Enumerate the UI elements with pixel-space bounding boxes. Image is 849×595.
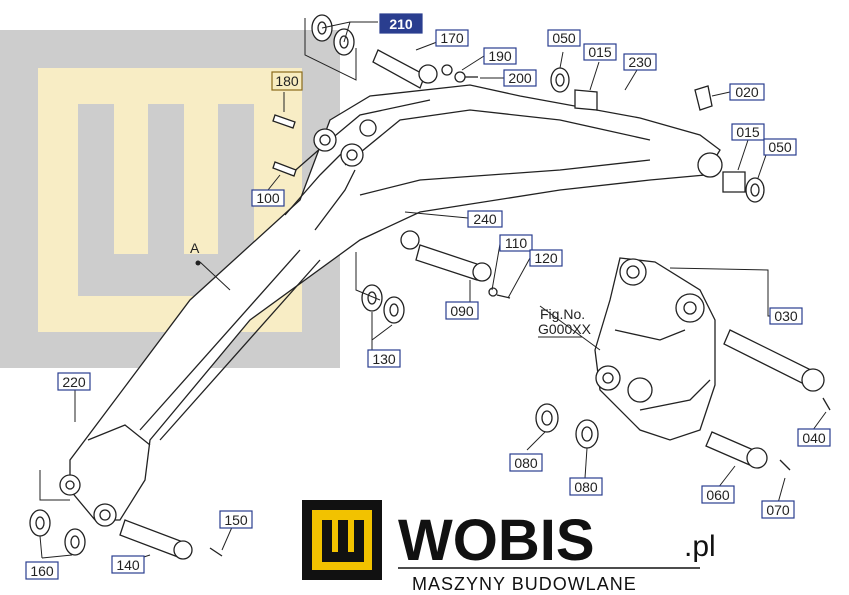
washers-130 (361, 284, 405, 324)
svg-text:A: A (190, 240, 200, 256)
hydraulic-lines (284, 99, 431, 231)
svg-text:150: 150 (224, 512, 248, 528)
svg-text:020: 020 (735, 84, 759, 100)
svg-text:030: 030 (774, 308, 798, 324)
pin-060 (705, 431, 791, 471)
brand-suffix: .pl (684, 530, 716, 563)
label-160[interactable]: 160 (25, 561, 59, 580)
svg-text:040: 040 (802, 430, 826, 446)
label-110[interactable]: 110 (499, 234, 533, 252)
label-190[interactable]: 190 (483, 47, 517, 65)
label-015-top[interactable]: 015 (583, 43, 617, 61)
swing-bracket (594, 257, 716, 441)
svg-text:240: 240 (473, 211, 497, 227)
label-100[interactable]: 100 (251, 189, 285, 207)
bushing-015-top (550, 67, 598, 111)
svg-text:050: 050 (768, 139, 792, 155)
leader-lines (39, 18, 827, 563)
marker-a: A (190, 240, 201, 266)
label-020[interactable]: 020 (729, 83, 765, 101)
pin-030 (723, 329, 831, 411)
svg-text:230: 230 (628, 54, 652, 70)
svg-text:080: 080 (514, 455, 538, 471)
svg-text:100: 100 (256, 190, 280, 206)
label-150[interactable]: 150 (219, 510, 253, 529)
svg-text:220: 220 (62, 374, 86, 390)
svg-text:160: 160 (30, 563, 54, 579)
washer-190-bolt-200 (441, 64, 478, 83)
figure-reference: Fig.No. G000XX (538, 306, 592, 338)
bushing-015-right (722, 171, 765, 203)
label-060[interactable]: 060 (701, 485, 735, 504)
svg-text:050: 050 (552, 30, 576, 46)
svg-text:070: 070 (766, 502, 790, 518)
grease-fittings-180-100 (272, 114, 297, 177)
label-070[interactable]: 070 (761, 500, 795, 519)
svg-text:140: 140 (116, 557, 140, 573)
svg-text:210: 210 (389, 16, 413, 32)
svg-text:110: 110 (505, 235, 528, 251)
pin-090 (415, 244, 511, 299)
svg-text:190: 190 (488, 48, 512, 64)
label-080-left[interactable]: 080 (509, 453, 543, 472)
svg-text:090: 090 (450, 303, 474, 319)
label-180[interactable]: 180 (271, 71, 303, 91)
label-200[interactable]: 200 (503, 69, 537, 87)
label-050-top[interactable]: 050 (547, 29, 581, 47)
brand-name: WOBIS (398, 508, 595, 573)
washers-160 (29, 509, 86, 556)
label-220[interactable]: 220 (57, 372, 91, 391)
label-170[interactable]: 170 (435, 29, 469, 47)
label-015-right[interactable]: 015 (731, 123, 765, 141)
svg-text:015: 015 (588, 44, 612, 60)
svg-text:060: 060 (706, 487, 730, 503)
svg-text:180: 180 (275, 73, 299, 89)
label-130[interactable]: 130 (367, 349, 401, 368)
label-140[interactable]: 140 (111, 555, 145, 574)
part-labels: 210 170 190 200 050 015 230 020 (25, 13, 831, 580)
svg-text:080: 080 (574, 479, 598, 495)
label-040[interactable]: 040 (797, 428, 831, 447)
svg-text:120: 120 (534, 250, 558, 266)
grease-fitting-020 (694, 85, 713, 111)
label-030[interactable]: 030 (769, 307, 803, 325)
label-240[interactable]: 240 (467, 210, 503, 228)
svg-text:G000XX: G000XX (538, 321, 592, 337)
label-050-right[interactable]: 050 (763, 138, 797, 156)
svg-text:200: 200 (508, 70, 532, 86)
label-210[interactable]: 210 (379, 13, 423, 34)
boom-pivots (59, 119, 723, 527)
svg-text:170: 170 (440, 30, 464, 46)
label-120[interactable]: 120 (529, 249, 563, 267)
svg-text:130: 130 (372, 351, 396, 367)
label-080-right[interactable]: 080 (569, 477, 603, 496)
washers-080 (535, 403, 599, 449)
brand-tagline: MASZYNY BUDOWLANE (412, 574, 637, 594)
label-230[interactable]: 230 (623, 53, 657, 71)
pin-140 (119, 519, 223, 560)
svg-text:015: 015 (736, 124, 760, 140)
label-090[interactable]: 090 (445, 301, 479, 320)
pin-170 (372, 49, 438, 89)
brand-logo: WOBIS .pl MASZYNY BUDOWLANE (302, 500, 716, 594)
svg-text:Fig.No.: Fig.No. (540, 306, 585, 322)
